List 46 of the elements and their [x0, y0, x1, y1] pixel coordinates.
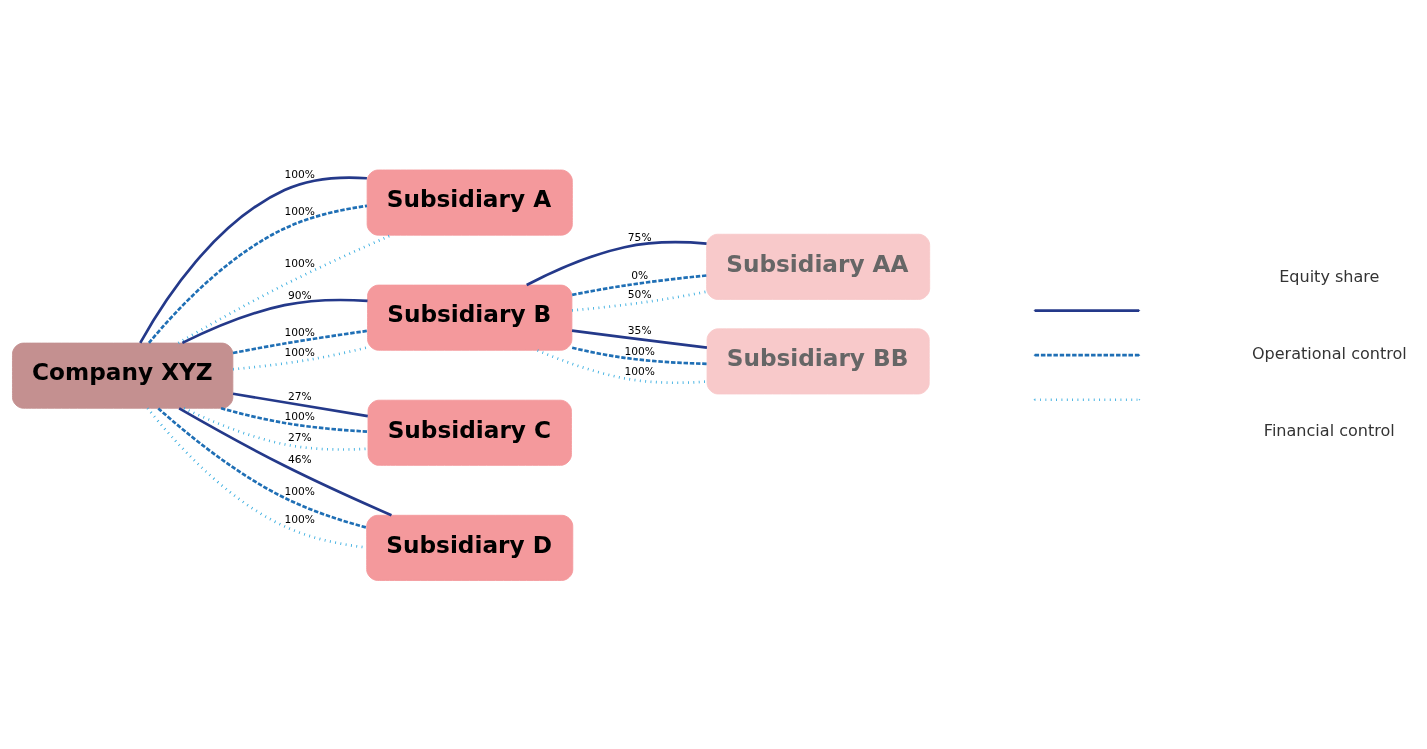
- edge-label: 27%: [287, 430, 312, 444]
- connector: [526, 240, 707, 286]
- legend-label: Financial control: [1263, 420, 1395, 440]
- node-box: Subsidiary A: [366, 169, 573, 236]
- node-box: Subsidiary D: [366, 514, 574, 581]
- edge-label: 100%: [284, 345, 316, 359]
- connector: [571, 289, 707, 312]
- edge-label: 0%: [631, 268, 649, 282]
- connector: [571, 345, 707, 365]
- legend-label: Operational control: [1251, 343, 1407, 363]
- node-box: Company XYZ: [12, 342, 234, 409]
- connector: [183, 406, 369, 451]
- connector: [157, 406, 367, 529]
- connector: [232, 391, 368, 417]
- connector: [571, 273, 707, 296]
- edge-label: 100%: [284, 167, 316, 181]
- edge-label: 35%: [627, 323, 652, 337]
- edge-label: 100%: [284, 325, 316, 339]
- edge-label: 100%: [284, 409, 316, 423]
- edge-label: 100%: [284, 512, 316, 526]
- node-box: Subsidiary AA: [706, 233, 931, 300]
- node-box: Subsidiary C: [367, 399, 572, 466]
- edge-label: 100%: [284, 256, 316, 270]
- edge-label: 27%: [287, 389, 312, 403]
- edge-label: 75%: [627, 230, 652, 244]
- connector: [181, 298, 368, 344]
- connector: [139, 175, 367, 344]
- node-box: Subsidiary BB: [706, 327, 930, 394]
- edge-label: 100%: [284, 484, 316, 498]
- connector: [571, 328, 708, 349]
- edge-label: 100%: [624, 344, 655, 358]
- legend-label: Equity share: [1279, 266, 1380, 286]
- connector: [232, 345, 368, 371]
- connector: [537, 348, 707, 384]
- connector: [147, 204, 368, 344]
- connector: [177, 233, 392, 344]
- edge-label: 46%: [287, 452, 312, 466]
- connector: [146, 406, 367, 549]
- connector: [178, 406, 392, 516]
- edge-label: 100%: [624, 364, 655, 378]
- edge-label: 50%: [627, 287, 652, 301]
- connector: [232, 329, 368, 354]
- node-box: Subsidiary B: [367, 284, 573, 351]
- connector: [220, 406, 369, 433]
- edge-label: 90%: [287, 288, 312, 302]
- edge-label: 100%: [284, 204, 316, 218]
